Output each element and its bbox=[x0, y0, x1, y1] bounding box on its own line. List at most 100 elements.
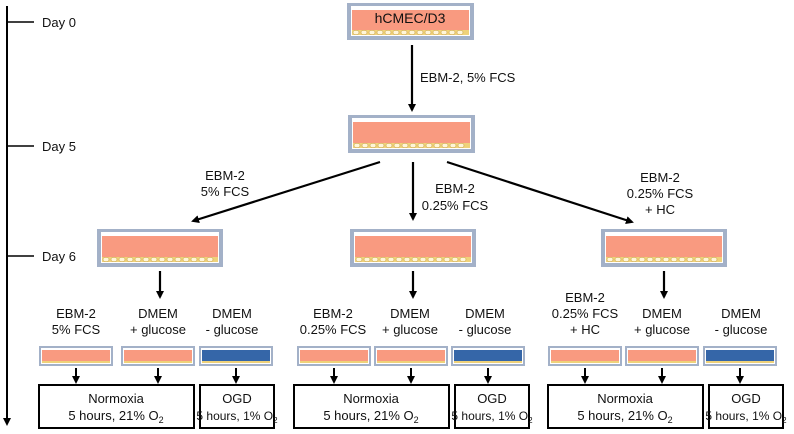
g3-ogd-subscript: 2 bbox=[782, 416, 787, 425]
g3-medium-1-line-2: 0.25% FCS bbox=[552, 306, 619, 321]
cell bbox=[355, 257, 363, 262]
cell bbox=[360, 30, 368, 35]
cell bbox=[408, 30, 416, 35]
g2-medium-1-line-2: 0.25% FCS bbox=[300, 322, 367, 337]
g2-medium-3-line-1: DMEM bbox=[465, 306, 505, 321]
dish-medium bbox=[377, 350, 445, 363]
g3-ogd-detail: 5 hours, 1% O2 bbox=[705, 409, 787, 425]
cell bbox=[678, 257, 686, 262]
cell bbox=[102, 257, 110, 262]
cell bbox=[435, 257, 443, 262]
g2-normoxia-detail-text: 5 hours, 21% O bbox=[323, 408, 413, 423]
g2-ogd-box bbox=[454, 384, 530, 429]
cell-layer bbox=[124, 361, 192, 363]
arrow-branch-1 bbox=[191, 160, 381, 224]
dish-medium bbox=[454, 350, 522, 363]
branch-3-condition-line-1: EBM-2 bbox=[640, 170, 680, 185]
g3-normoxia-title: Normoxia bbox=[597, 391, 653, 406]
g2-normoxia-box bbox=[293, 384, 450, 429]
cell bbox=[110, 257, 118, 262]
culture-dish-day6-2 bbox=[350, 229, 476, 267]
g2-ogd-detail-text: 5 hours, 1% O bbox=[451, 409, 528, 423]
culture-dish-top bbox=[347, 3, 474, 40]
cell-layer bbox=[202, 361, 270, 363]
dish-medium bbox=[124, 350, 192, 363]
cell bbox=[190, 257, 198, 262]
dish-medium bbox=[202, 350, 270, 363]
cell-layer bbox=[551, 361, 619, 363]
g3-ogd-detail-text: 5 hours, 1% O bbox=[705, 409, 782, 423]
arrow-branch-3 bbox=[446, 160, 634, 224]
cell bbox=[646, 257, 654, 262]
cell bbox=[384, 30, 392, 35]
cell bbox=[352, 30, 360, 35]
g3-dish-dmem-plus bbox=[625, 346, 699, 366]
cell bbox=[158, 257, 166, 262]
cell bbox=[134, 257, 142, 262]
culture-dish-day5 bbox=[348, 115, 475, 153]
cell bbox=[379, 257, 387, 262]
g3-medium-1-line-1: EBM-2 bbox=[565, 290, 605, 305]
cell bbox=[395, 257, 403, 262]
cell bbox=[198, 257, 206, 262]
day0-label: Day 0 bbox=[42, 15, 76, 30]
cell bbox=[182, 257, 190, 262]
g3-dish-ebm bbox=[548, 346, 622, 366]
g1-ogd-box bbox=[199, 384, 275, 429]
cell bbox=[427, 257, 435, 262]
cell bbox=[694, 257, 702, 262]
timeline: Day 0 Day 5 Day 6 bbox=[3, 6, 76, 426]
cell bbox=[369, 143, 377, 148]
cell bbox=[425, 143, 433, 148]
cell bbox=[409, 143, 417, 148]
hcmec-d3-label: hCMEC/D3 bbox=[375, 10, 446, 26]
cell bbox=[387, 257, 395, 262]
g3-medium-3-line-2: - glucose bbox=[715, 322, 768, 337]
cell bbox=[376, 30, 384, 35]
g2-medium-2-line-2: + glucose bbox=[382, 322, 438, 337]
cell bbox=[368, 30, 376, 35]
cell bbox=[353, 143, 361, 148]
cell bbox=[443, 257, 451, 262]
branch-1-condition-line-1: EBM-2 bbox=[205, 168, 245, 183]
dish-medium bbox=[706, 350, 774, 363]
g1-dish-dmem-minus bbox=[199, 346, 273, 366]
cell bbox=[662, 257, 670, 262]
g3-dish-dmem-minus bbox=[703, 346, 777, 366]
cell bbox=[441, 143, 449, 148]
cell bbox=[419, 257, 427, 262]
culture-dish-day6-3 bbox=[601, 229, 727, 267]
cell bbox=[403, 257, 411, 262]
cell bbox=[622, 257, 630, 262]
cell-layer bbox=[300, 361, 368, 363]
cell bbox=[433, 143, 441, 148]
cell bbox=[150, 257, 158, 262]
dish-medium bbox=[628, 350, 696, 363]
cell-layer bbox=[454, 361, 522, 363]
cell bbox=[440, 30, 448, 35]
branch-2-condition-line-1: EBM-2 bbox=[435, 181, 475, 196]
step1-condition: EBM-2, 5% FCS bbox=[420, 70, 516, 85]
g1-dish-dmem-plus bbox=[121, 346, 195, 366]
g1-ogd-subscript: 2 bbox=[273, 416, 278, 425]
g3-normoxia-detail-text: 5 hours, 21% O bbox=[577, 408, 667, 423]
cell bbox=[385, 143, 393, 148]
cell bbox=[456, 30, 464, 35]
g3-ogd-box bbox=[708, 384, 784, 429]
day5-label: Day 5 bbox=[42, 139, 76, 154]
g2-normoxia-detail: 5 hours, 21% O2 bbox=[323, 408, 418, 425]
culture-dish-day6-1 bbox=[97, 229, 223, 267]
cell bbox=[142, 257, 150, 262]
cell bbox=[606, 257, 614, 262]
cell bbox=[392, 30, 400, 35]
cell bbox=[377, 143, 385, 148]
cell bbox=[417, 143, 425, 148]
day6-label: Day 6 bbox=[42, 249, 76, 264]
cell bbox=[686, 257, 694, 262]
dish-medium bbox=[42, 350, 110, 363]
g3-medium-2-line-2: + glucose bbox=[634, 322, 690, 337]
cell bbox=[457, 143, 465, 148]
g1-medium-1-line-2: 5% FCS bbox=[52, 322, 101, 337]
cell bbox=[459, 257, 467, 262]
